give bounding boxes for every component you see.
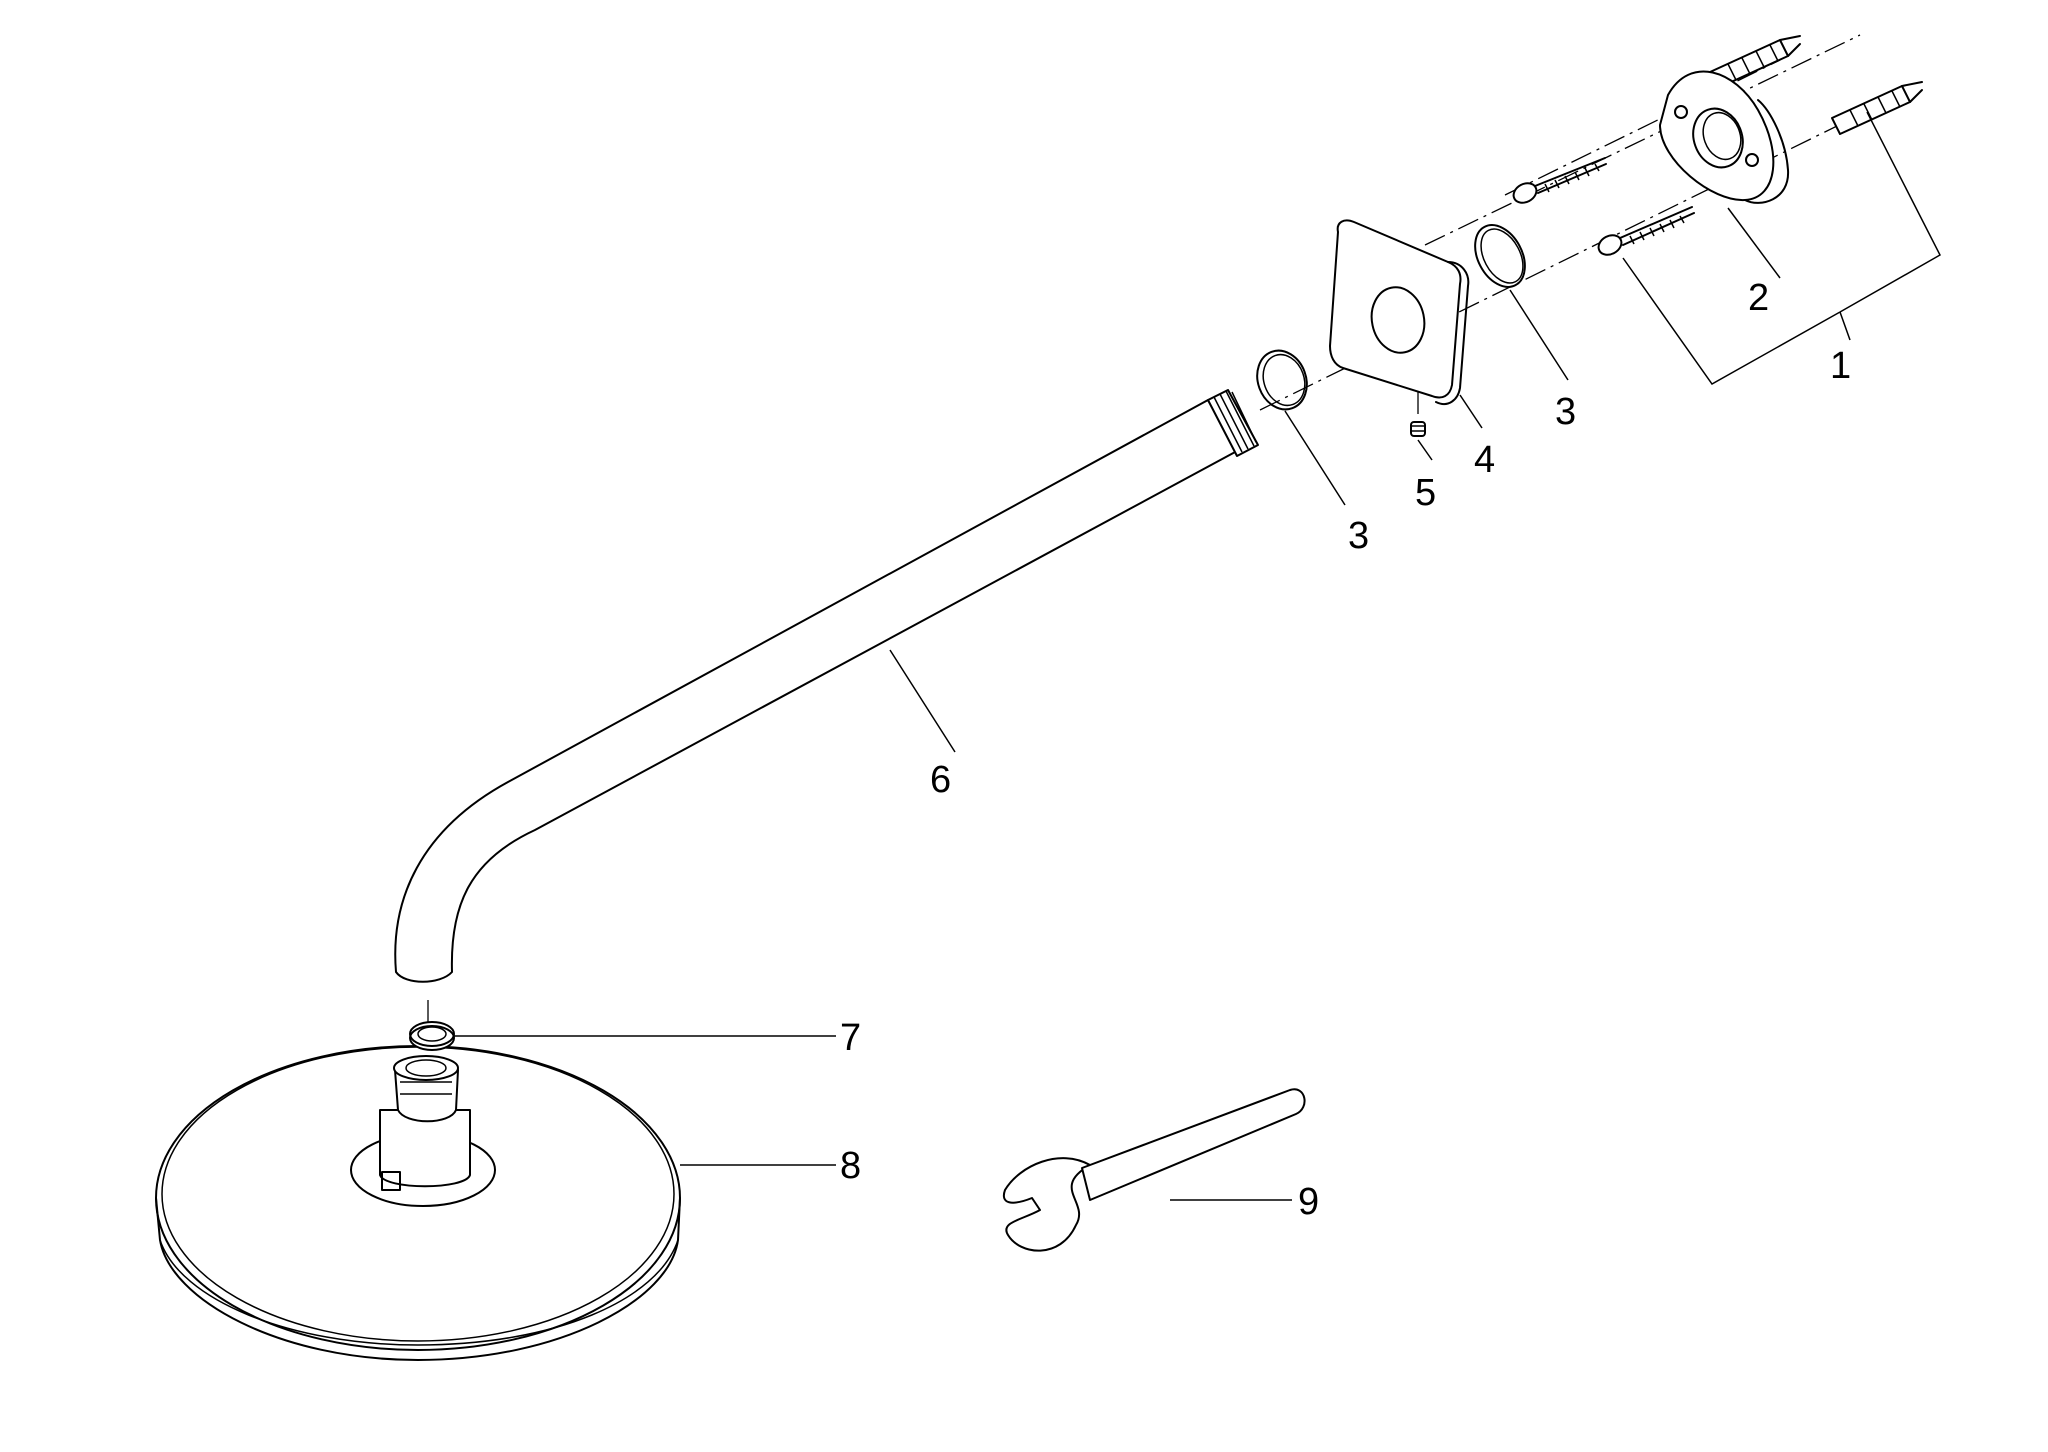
screw-lower	[1597, 206, 1695, 256]
label-1: 1	[1830, 345, 1851, 387]
label-5: 5	[1415, 472, 1436, 514]
label-3-lower: 3	[1348, 515, 1369, 557]
part-7-strainer	[409, 1021, 836, 1051]
label-4: 4	[1474, 439, 1495, 481]
part-9-spanner	[1002, 1088, 1306, 1252]
part-8-shower-head	[155, 1045, 836, 1361]
wall-plug-lower	[1831, 81, 1923, 135]
part-3-o-ring-upper	[1474, 224, 1569, 381]
label-7: 7	[840, 1017, 861, 1059]
part-4-square-rosette	[1329, 219, 1483, 429]
part-3-o-ring-lower	[1256, 349, 1346, 506]
label-3-upper: 3	[1555, 391, 1576, 433]
part-2-wall-flange	[1659, 70, 1790, 279]
center-lines	[427, 34, 1901, 1060]
part-6-shower-arm	[394, 389, 1259, 983]
part-5-grub-screw	[1410, 421, 1433, 461]
part-1-screws-and-plugs	[1512, 35, 1941, 385]
label-8: 8	[840, 1145, 861, 1187]
label-2: 2	[1748, 277, 1769, 319]
screw-upper	[1512, 157, 1607, 204]
label-6: 6	[930, 759, 951, 801]
label-9: 9	[1298, 1181, 1319, 1223]
